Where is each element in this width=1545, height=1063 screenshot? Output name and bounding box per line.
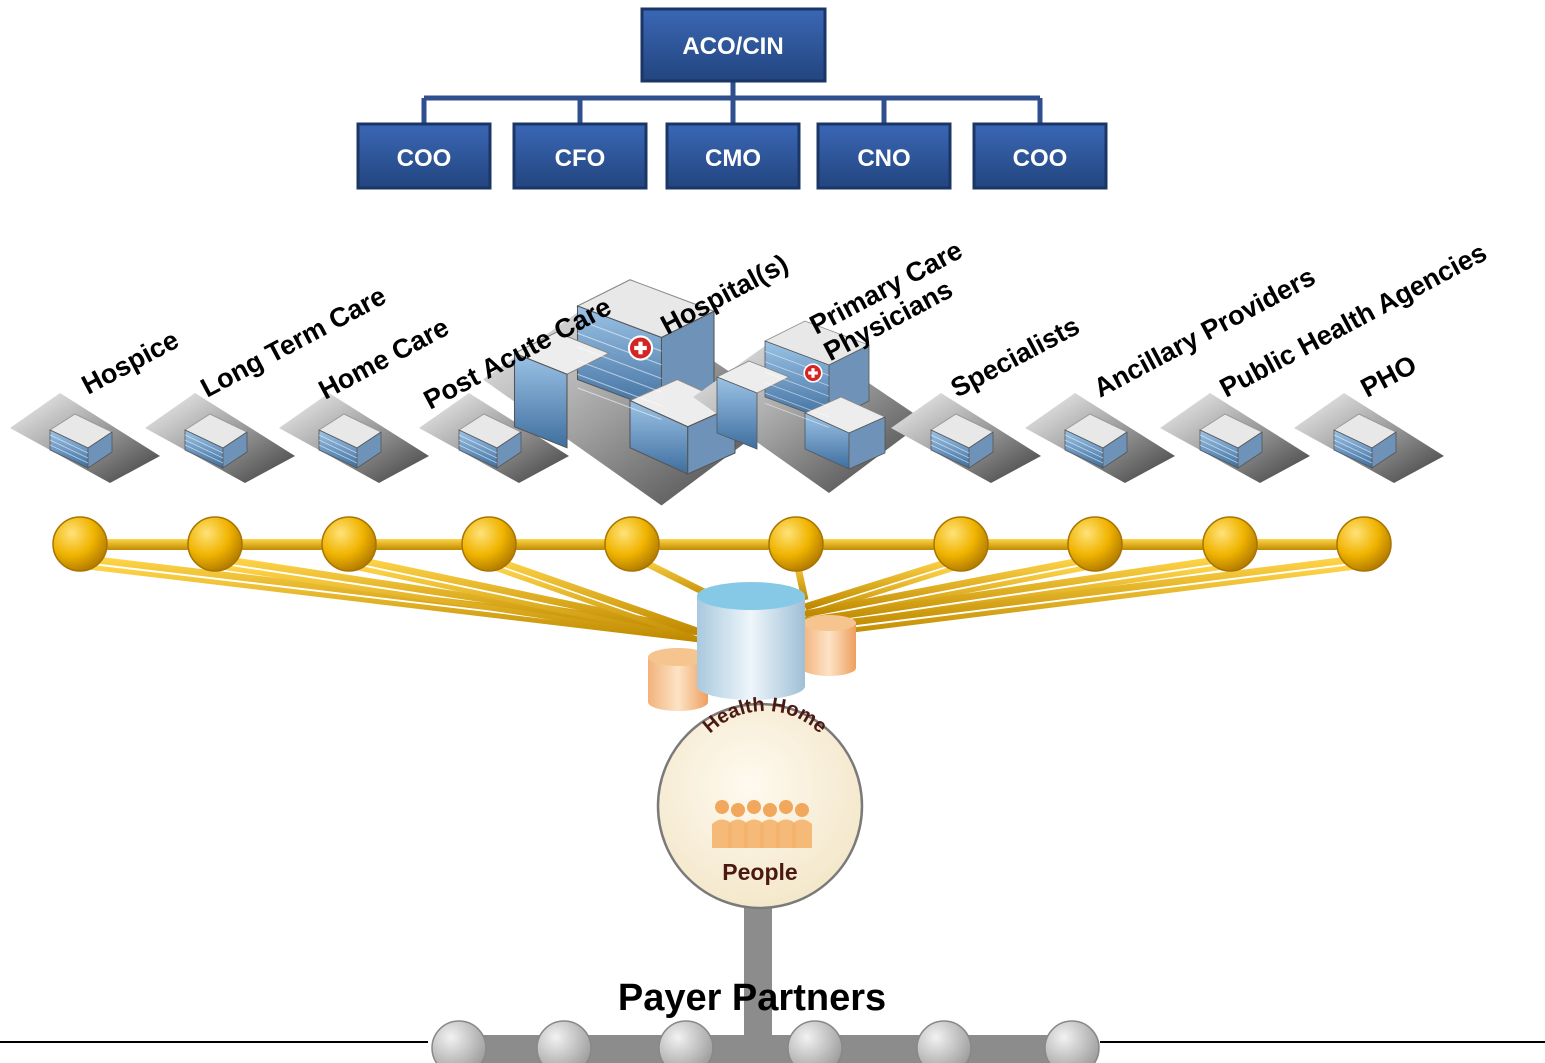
org-box-label: COO (397, 145, 452, 172)
network-link (79, 563, 701, 643)
network-node (1336, 516, 1392, 572)
health-home-label: People (722, 859, 797, 885)
network-node (1202, 516, 1258, 572)
small-database-right-icon (802, 615, 856, 676)
payer-nodes (431, 1020, 1100, 1063)
payer-node (1044, 1020, 1100, 1063)
network-link (488, 563, 701, 643)
small-building-icon (145, 393, 295, 483)
network-node (933, 516, 989, 572)
provider-label: Specialists (946, 311, 1085, 404)
payer-node (536, 1020, 592, 1063)
provider-label: Primary CarePhysicians (805, 235, 982, 367)
payer-label: Payer Partners (618, 977, 886, 1019)
org-chart-connectors (421, 80, 1043, 124)
up-arrow-icon (733, 868, 783, 1063)
small-building-icon (419, 393, 569, 483)
provider-label: Hospital(s) (656, 248, 793, 340)
provider-label-line: Hospital(s) (656, 248, 793, 340)
network-node (1067, 516, 1123, 572)
person-icon (792, 803, 812, 848)
person-icon (760, 803, 780, 848)
org-box-cmo-2: CMO (665, 122, 801, 190)
network-link (214, 554, 701, 636)
network-link (214, 563, 701, 643)
payer-node (787, 1020, 843, 1063)
network-bus-bar (80, 539, 1364, 550)
main-database-icon (697, 582, 805, 700)
org-box-coo-4: COO (972, 122, 1108, 190)
org-box-cno-3: CNO (816, 122, 952, 190)
network-link (804, 554, 1096, 618)
person-icon (744, 800, 764, 848)
org-top-label: ACO/CIN (682, 33, 783, 60)
provider-label-line: PHO (1356, 349, 1422, 403)
person-icon (712, 800, 732, 848)
network-link (804, 554, 1365, 632)
hospital-complex-icon (483, 279, 788, 506)
org-box-label: CFO (555, 145, 606, 172)
network-link (487, 554, 702, 636)
hospital-complex-icon (693, 320, 925, 493)
health-home-circle: Health Home People (656, 694, 864, 910)
small-building-icon (891, 393, 1041, 483)
network-node (768, 516, 824, 572)
org-box-cfo-1: CFO (512, 122, 648, 190)
network-link (804, 554, 1231, 625)
small-building-icon (1294, 393, 1444, 483)
org-box-coo-0: COO (356, 122, 492, 190)
network-node (52, 516, 108, 572)
network-link (803, 554, 963, 611)
provider-label-line: Ancillary Providers (1089, 261, 1320, 403)
small-database-left-icon (648, 648, 708, 711)
network-link (348, 563, 701, 643)
payer-partners: Payer Partners (0, 868, 1545, 1063)
small-building-icon (1025, 393, 1175, 483)
org-box-label: CMO (705, 145, 761, 172)
network-node (461, 516, 517, 572)
person-icon (776, 800, 796, 848)
person-icon (728, 803, 748, 848)
small-building-icon (279, 393, 429, 483)
provider-label: PHO (1356, 349, 1422, 403)
payer-node (658, 1020, 714, 1063)
database-cylinder-icon (648, 582, 856, 725)
small-building-icon (1160, 393, 1310, 483)
network-nodes (52, 516, 1392, 572)
provider-label-line: Specialists (946, 311, 1085, 404)
org-box-top: ACO/CIN (640, 7, 827, 83)
provider-label: Ancillary Providers (1089, 261, 1320, 403)
payer-node (431, 1020, 487, 1063)
provider-label: Hospice (77, 324, 184, 400)
org-box-label: CNO (857, 145, 910, 172)
network-node (321, 516, 377, 572)
people-group-icon (712, 800, 812, 848)
payer-node (916, 1020, 972, 1063)
network-node (187, 516, 243, 572)
network-bus (80, 539, 1364, 550)
org-box-label: COO (1013, 145, 1068, 172)
provider-buildings (10, 279, 1444, 506)
small-building-icon (10, 393, 160, 483)
network-link (804, 563, 1365, 639)
network-node (604, 516, 660, 572)
org-children: COO CFO CMO CNO COO (356, 122, 1108, 190)
network-diagonal-links (79, 552, 1365, 643)
provider-label-line: Hospice (77, 324, 184, 400)
